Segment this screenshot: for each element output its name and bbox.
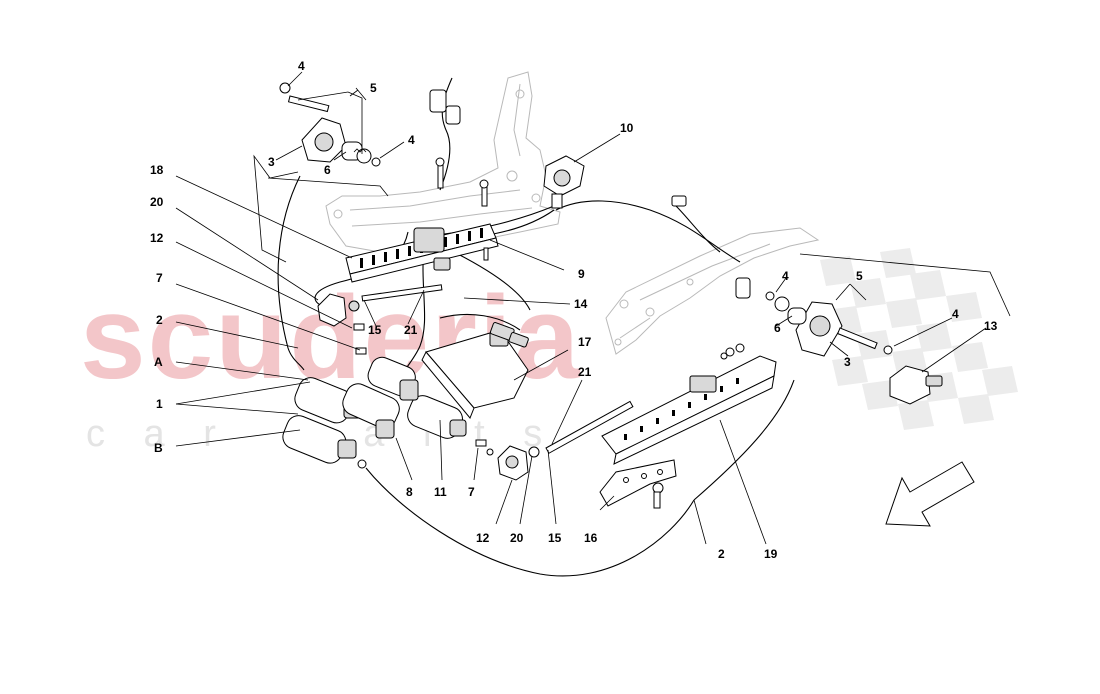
connector-14 [489, 322, 529, 348]
callout-19: 19 [764, 547, 778, 561]
callout-11: 11 [434, 485, 447, 499]
gear-motor-3-left [279, 82, 381, 167]
screws-fasteners [353, 157, 735, 447]
callout-12: 12 [476, 531, 490, 545]
actuator-12-left [317, 293, 360, 327]
shaft-21-lower [545, 400, 634, 454]
sensor-13 [889, 365, 943, 405]
callout-5: 5 [856, 269, 863, 283]
callout-15: 15 [548, 531, 562, 545]
callout-18: 18 [150, 163, 164, 177]
actuator-12-right [486, 445, 540, 481]
callout-20: 20 [510, 531, 524, 545]
shaft-21-upper [361, 284, 443, 302]
callout-3: 3 [844, 355, 851, 369]
callout-4: 4 [298, 59, 305, 73]
callout-16: 16 [584, 531, 598, 545]
callout-20: 20 [150, 195, 164, 209]
callout-3: 3 [268, 155, 275, 169]
control-unit-17 [421, 329, 529, 419]
callout-12: 12 [150, 231, 164, 245]
callout-15: 15 [368, 323, 382, 337]
callout-9: 9 [578, 267, 585, 281]
arrow-icon [885, 461, 975, 527]
callout-14: 14 [574, 297, 588, 311]
callout-4: 4 [952, 307, 959, 321]
callout-17: 17 [578, 335, 592, 349]
watermark: scuderia c a r p a r t s [80, 248, 1018, 455]
drive-rail-18 [345, 223, 499, 283]
callout-2: 2 [156, 313, 163, 327]
callout-A: A [154, 355, 163, 369]
callout-7: 7 [468, 485, 475, 499]
callout-B: B [154, 441, 163, 455]
bracket-16 [599, 459, 677, 509]
callout-6: 6 [774, 321, 781, 335]
callout-4: 4 [408, 133, 415, 147]
lumbar-control-motor-10 [543, 155, 585, 209]
callout-10: 10 [620, 121, 634, 135]
checkered-flag-watermark [820, 248, 1018, 430]
callout-21: 21 [404, 323, 418, 337]
callout-1: 1 [156, 397, 163, 411]
motor-assembly-1 [282, 377, 367, 469]
seat-rail-19 [601, 343, 777, 465]
motor-assembly-11 [367, 356, 467, 439]
callout-4: 4 [782, 269, 789, 283]
callout-5: 5 [370, 81, 377, 95]
callout-7: 7 [156, 271, 163, 285]
callout-8: 8 [406, 485, 413, 499]
connector-9 [429, 89, 751, 299]
wiring-harness [277, 77, 795, 577]
callout-6: 6 [324, 163, 331, 177]
leader-lines [175, 71, 1011, 545]
callout-labels: 4 5 4 3 6 10 18 20 12 7 2 A 1 B 9 14 15 … [150, 59, 998, 561]
callout-21: 21 [578, 365, 592, 379]
callout-2: 2 [718, 547, 725, 561]
motor-assembly-8 [342, 383, 400, 439]
callout-13: 13 [984, 319, 998, 333]
